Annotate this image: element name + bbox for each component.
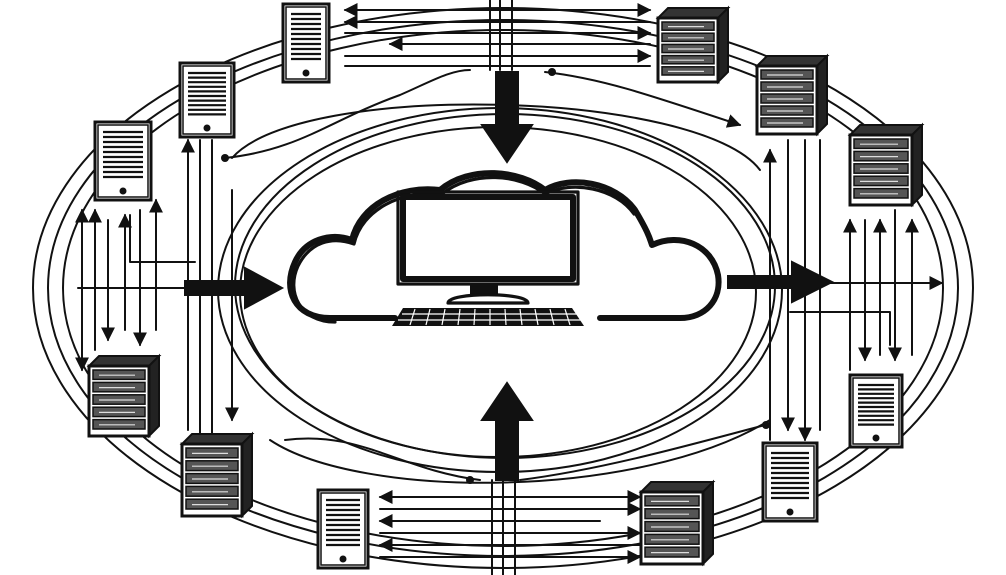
server-tower-icon [178,61,236,139]
right-arrow-bundle [759,139,944,442]
server-rack-icon [655,5,731,85]
big-arrow-up [480,381,534,481]
arrow-icon [184,71,835,481]
server-tower-icon [281,2,331,84]
big-arrow-right-out [727,260,835,304]
server-rack-icon [754,53,830,137]
keyboard-icon [392,308,584,326]
server-tower-icon [848,373,904,449]
server-rack-icon [638,479,716,567]
server-rack-icon [86,353,162,439]
big-arrow-right-in [184,266,285,310]
server-rack-icon [847,122,925,208]
server-tower-icon [93,120,153,202]
top-arrow-bundle [343,0,652,71]
curved-connectors [221,68,770,484]
cloud-icon [287,170,722,324]
big-arrow-down [480,71,534,164]
monitor-icon [396,190,580,305]
server-tower-icon [761,441,819,523]
server-rack-icon [179,431,255,519]
bottom-arrow-bundle [378,479,642,575]
server-tower-icon [316,488,370,570]
